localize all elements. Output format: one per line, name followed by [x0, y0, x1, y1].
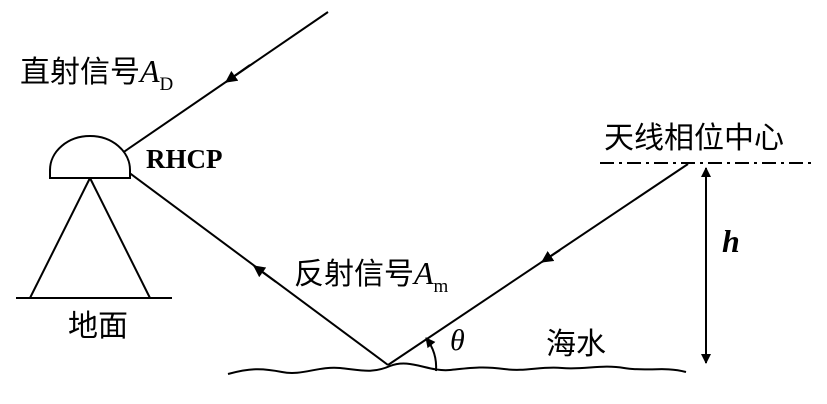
sea-surface — [227, 362, 687, 375]
ground-label: 地面 — [68, 309, 128, 344]
antenna-icon — [16, 135, 172, 299]
sea-water-label: 海水 — [546, 327, 606, 362]
reflected-signal-ray — [111, 159, 389, 366]
angle-label: θ — [450, 324, 465, 357]
polarization-label: RHCP — [146, 144, 223, 174]
direct-signal-ray — [111, 11, 329, 161]
height-label: h — [722, 223, 740, 259]
reflected-signal-label: 反射信号Am — [294, 255, 449, 297]
antenna-phase-center-label: 天线相位中心 — [604, 121, 784, 156]
angle-arc — [425, 337, 438, 372]
direct-signal-label: 直射信号AD — [20, 53, 173, 95]
incident-ray-to-sea — [387, 163, 689, 366]
